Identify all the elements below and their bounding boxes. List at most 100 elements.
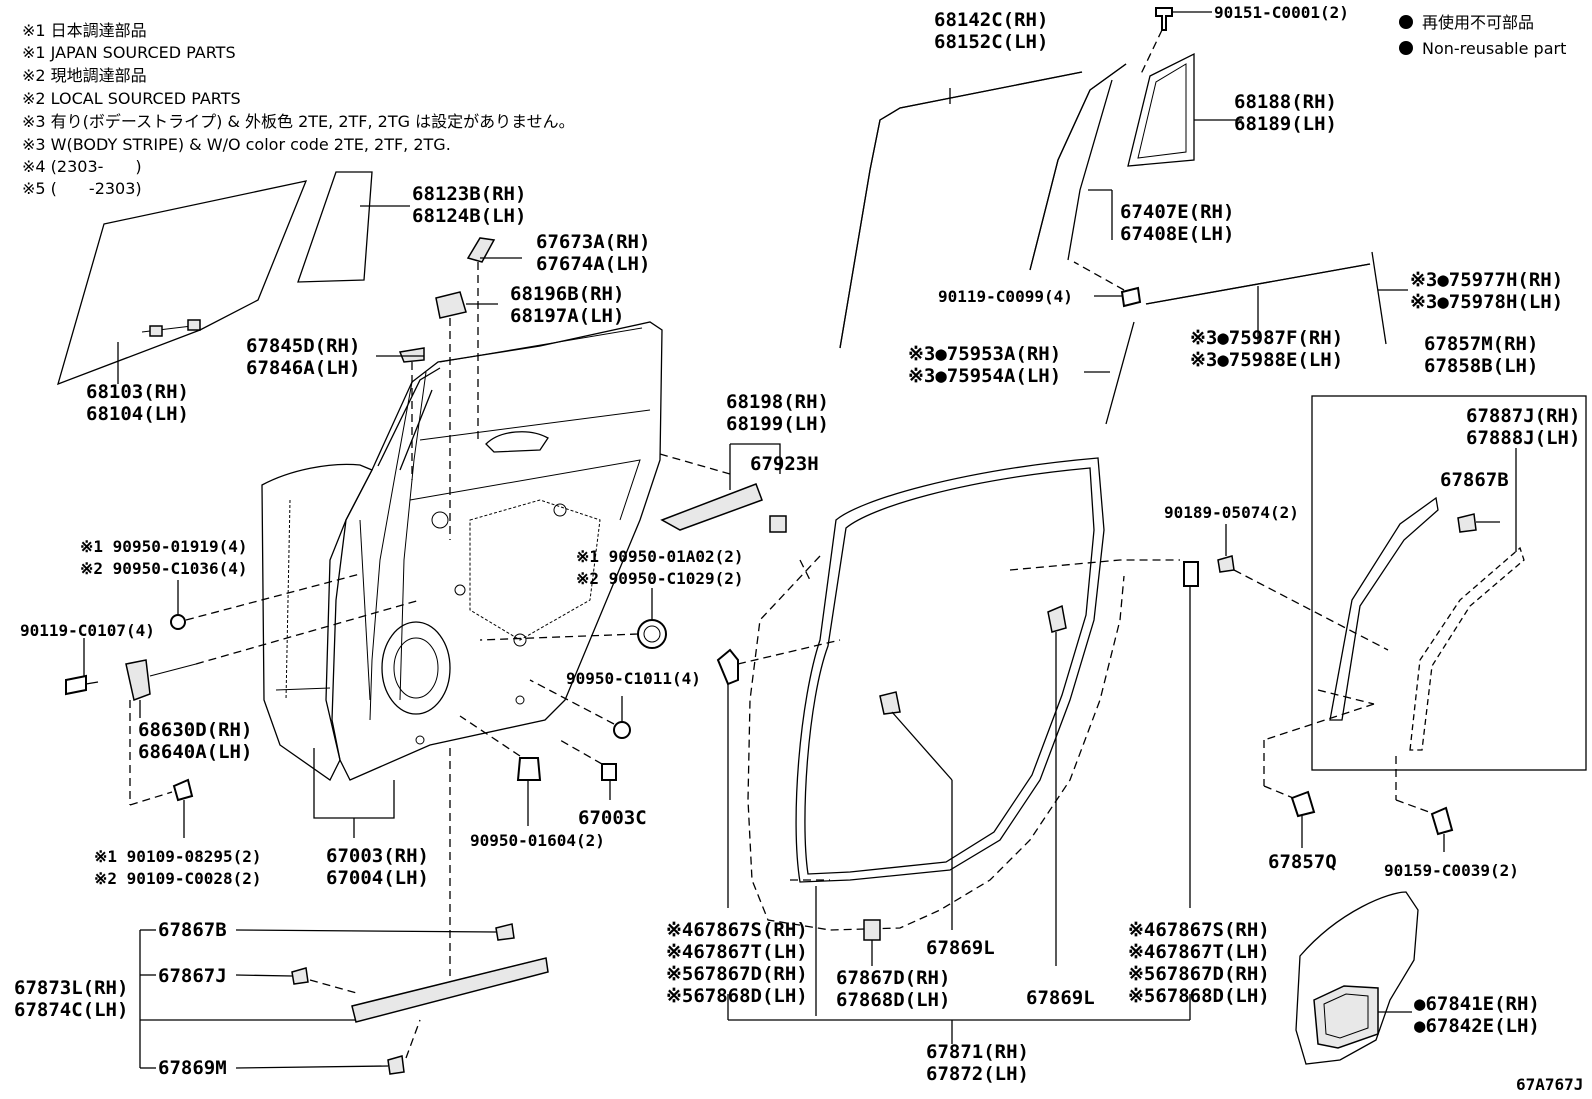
part-number-label: 90950-C1011(4)	[566, 669, 701, 688]
part-number-label: 67867B	[158, 919, 227, 941]
part-number-label: 67857M(RH)	[1424, 333, 1538, 355]
part-number-label: 67867J	[158, 965, 227, 987]
part-number-label: 67003(RH)	[326, 845, 429, 867]
door-service-hole-cover	[1295, 891, 1419, 1065]
part-number-label: ※3●75987F(RH)	[1190, 327, 1343, 349]
part-number-label: 68197A(LH)	[510, 305, 624, 327]
belt-moulding-stripe	[1145, 263, 1371, 342]
legend: 再使用不可部品 Non-reusable part	[1399, 13, 1566, 58]
door-glass	[57, 180, 308, 386]
screw-90159	[1430, 806, 1454, 852]
part-number-label: 68104(LH)	[86, 403, 189, 425]
non-reusable-dot-icon	[1399, 15, 1413, 29]
part-number-label: 67887J(RH)	[1466, 405, 1580, 427]
part-number-label: ※2 90950-C1036(4)	[80, 559, 248, 578]
screw-top	[1139, 7, 1212, 77]
part-number-label: ※567868D(LH)	[1128, 985, 1270, 1007]
part-number-label: ※2 90950-C1029(2)	[576, 569, 744, 588]
part-number-label: 67869M	[158, 1057, 227, 1079]
part-number-label: 68103(RH)	[86, 381, 189, 403]
part-number-label: 90119-C0099(4)	[938, 287, 1073, 306]
legend-en: Non-reusable part	[1422, 39, 1566, 58]
part-number-label: ※567868D(LH)	[666, 985, 808, 1007]
part-number-label: ※567867D(RH)	[666, 963, 808, 985]
part-number-label: ※3●75954A(LH)	[908, 365, 1061, 387]
part-number-label: 68142C(RH)	[934, 9, 1048, 31]
part-number-label: ●67841E(RH)	[1414, 993, 1540, 1015]
note-line: ※5 ( -2303)	[22, 179, 142, 198]
clip-90189	[1217, 524, 1389, 651]
weatherstrip-clips	[716, 561, 1199, 1044]
part-number-label: 68152C(LH)	[934, 31, 1048, 53]
part-number-label: 68640A(LH)	[138, 741, 252, 763]
part-number-label: 68198(RH)	[726, 391, 829, 413]
non-reusable-dot-icon	[1399, 41, 1413, 55]
note-line: ※3 有り(ボデーストライプ) & 外板色 2TE, 2TF, 2TG は設定が…	[22, 112, 575, 131]
callout-labels: 68142C(RH) 68152C(LH) 90151-C0001(2) 681…	[14, 3, 1583, 1094]
note-line: ※2 LOCAL SOURCED PARTS	[22, 89, 241, 108]
note-line: ※4 (2303- )	[22, 157, 142, 176]
part-number-label: 67888J(LH)	[1466, 427, 1580, 449]
part-number-label: 90189-05074(2)	[1164, 503, 1299, 522]
door-frame-weatherstrip	[839, 71, 1083, 349]
part-number-label: 67871(RH)	[926, 1041, 1029, 1063]
part-number-label: 90950-01604(2)	[470, 831, 605, 850]
part-number-label: 67923H	[750, 453, 819, 475]
wheel-arch-moulding-box	[1263, 395, 1587, 817]
quarter-window-glass	[297, 171, 410, 283]
outside-handle-frame	[659, 443, 787, 533]
part-number-label: 67867B	[1440, 469, 1509, 491]
part-number-label: 67004(LH)	[326, 867, 429, 889]
part-number-label: 90119-C0107(4)	[20, 621, 155, 640]
rear-door-panel	[261, 321, 663, 781]
part-number-label: ●67842E(LH)	[1414, 1015, 1540, 1037]
part-number-label: 68189(LH)	[1234, 113, 1337, 135]
part-number-label: 67869L	[1026, 987, 1095, 1009]
part-number-label: 67867D(RH)	[836, 967, 950, 989]
part-number-label: ※1 90950-01919(4)	[80, 537, 248, 556]
diagram-code: 67A767J	[1516, 1075, 1583, 1094]
part-number-label: 68123B(RH)	[412, 183, 526, 205]
part-number-label: 67858B(LH)	[1424, 355, 1538, 377]
note-line: ※1 JAPAN SOURCED PARTS	[22, 43, 236, 62]
door-opening-weatherstrip	[747, 457, 1180, 931]
part-number-label: ※2 90109-C0028(2)	[94, 869, 262, 888]
notes-block: ※1 日本調達部品 ※1 JAPAN SOURCED PARTS ※2 現地調達…	[22, 21, 575, 198]
division-bar	[1067, 79, 1113, 261]
part-number-label: 68199(LH)	[726, 413, 829, 435]
part-number-label: ※467867T(LH)	[1128, 941, 1270, 963]
part-number-label: 67857Q	[1268, 851, 1337, 873]
part-number-label: ※467867S(RH)	[1128, 919, 1270, 941]
note-line: ※2 現地調達部品	[22, 66, 147, 85]
part-number-label: ※1 90109-08295(2)	[94, 847, 262, 866]
part-number-label: 67408E(LH)	[1120, 223, 1234, 245]
part-number-label: ※567867D(RH)	[1128, 963, 1270, 985]
part-number-label: 67407E(RH)	[1120, 201, 1234, 223]
part-number-label: 67868D(LH)	[836, 989, 950, 1011]
left-hardware	[65, 573, 667, 838]
part-number-label: ※3●75988E(LH)	[1190, 349, 1343, 371]
screw-90119-c0099	[1073, 261, 1142, 308]
part-number-label: 67673A(RH)	[536, 231, 650, 253]
part-number-label: ※1 90950-01A02(2)	[576, 547, 744, 566]
part-number-label: 90159-C0039(2)	[1384, 861, 1519, 880]
part-number-label: 67845D(RH)	[246, 335, 360, 357]
door-frame-channel	[377, 367, 441, 471]
part-number-label: 67874C(LH)	[14, 999, 128, 1021]
part-number-label: 68196B(RH)	[510, 283, 624, 305]
note-line: ※1 日本調達部品	[22, 21, 147, 40]
clip-67857q	[1290, 790, 1316, 848]
part-number-label: ※3●75953A(RH)	[908, 343, 1061, 365]
part-number-label: ※3●75977H(RH)	[1410, 269, 1563, 291]
part-number-label: 68630D(RH)	[138, 719, 252, 741]
part-number-label: 68188(RH)	[1234, 91, 1337, 113]
part-number-label: 67873L(RH)	[14, 977, 128, 999]
part-number-label: ※467867T(LH)	[666, 941, 808, 963]
upper-small-parts	[376, 237, 522, 540]
part-number-label: ※3●75978H(LH)	[1410, 291, 1563, 313]
part-number-label: 67872(LH)	[926, 1063, 1029, 1085]
part-number-label: 67674A(LH)	[536, 253, 650, 275]
part-number-label: 67869L	[926, 937, 995, 959]
pillar-stripe-right	[1371, 251, 1408, 345]
